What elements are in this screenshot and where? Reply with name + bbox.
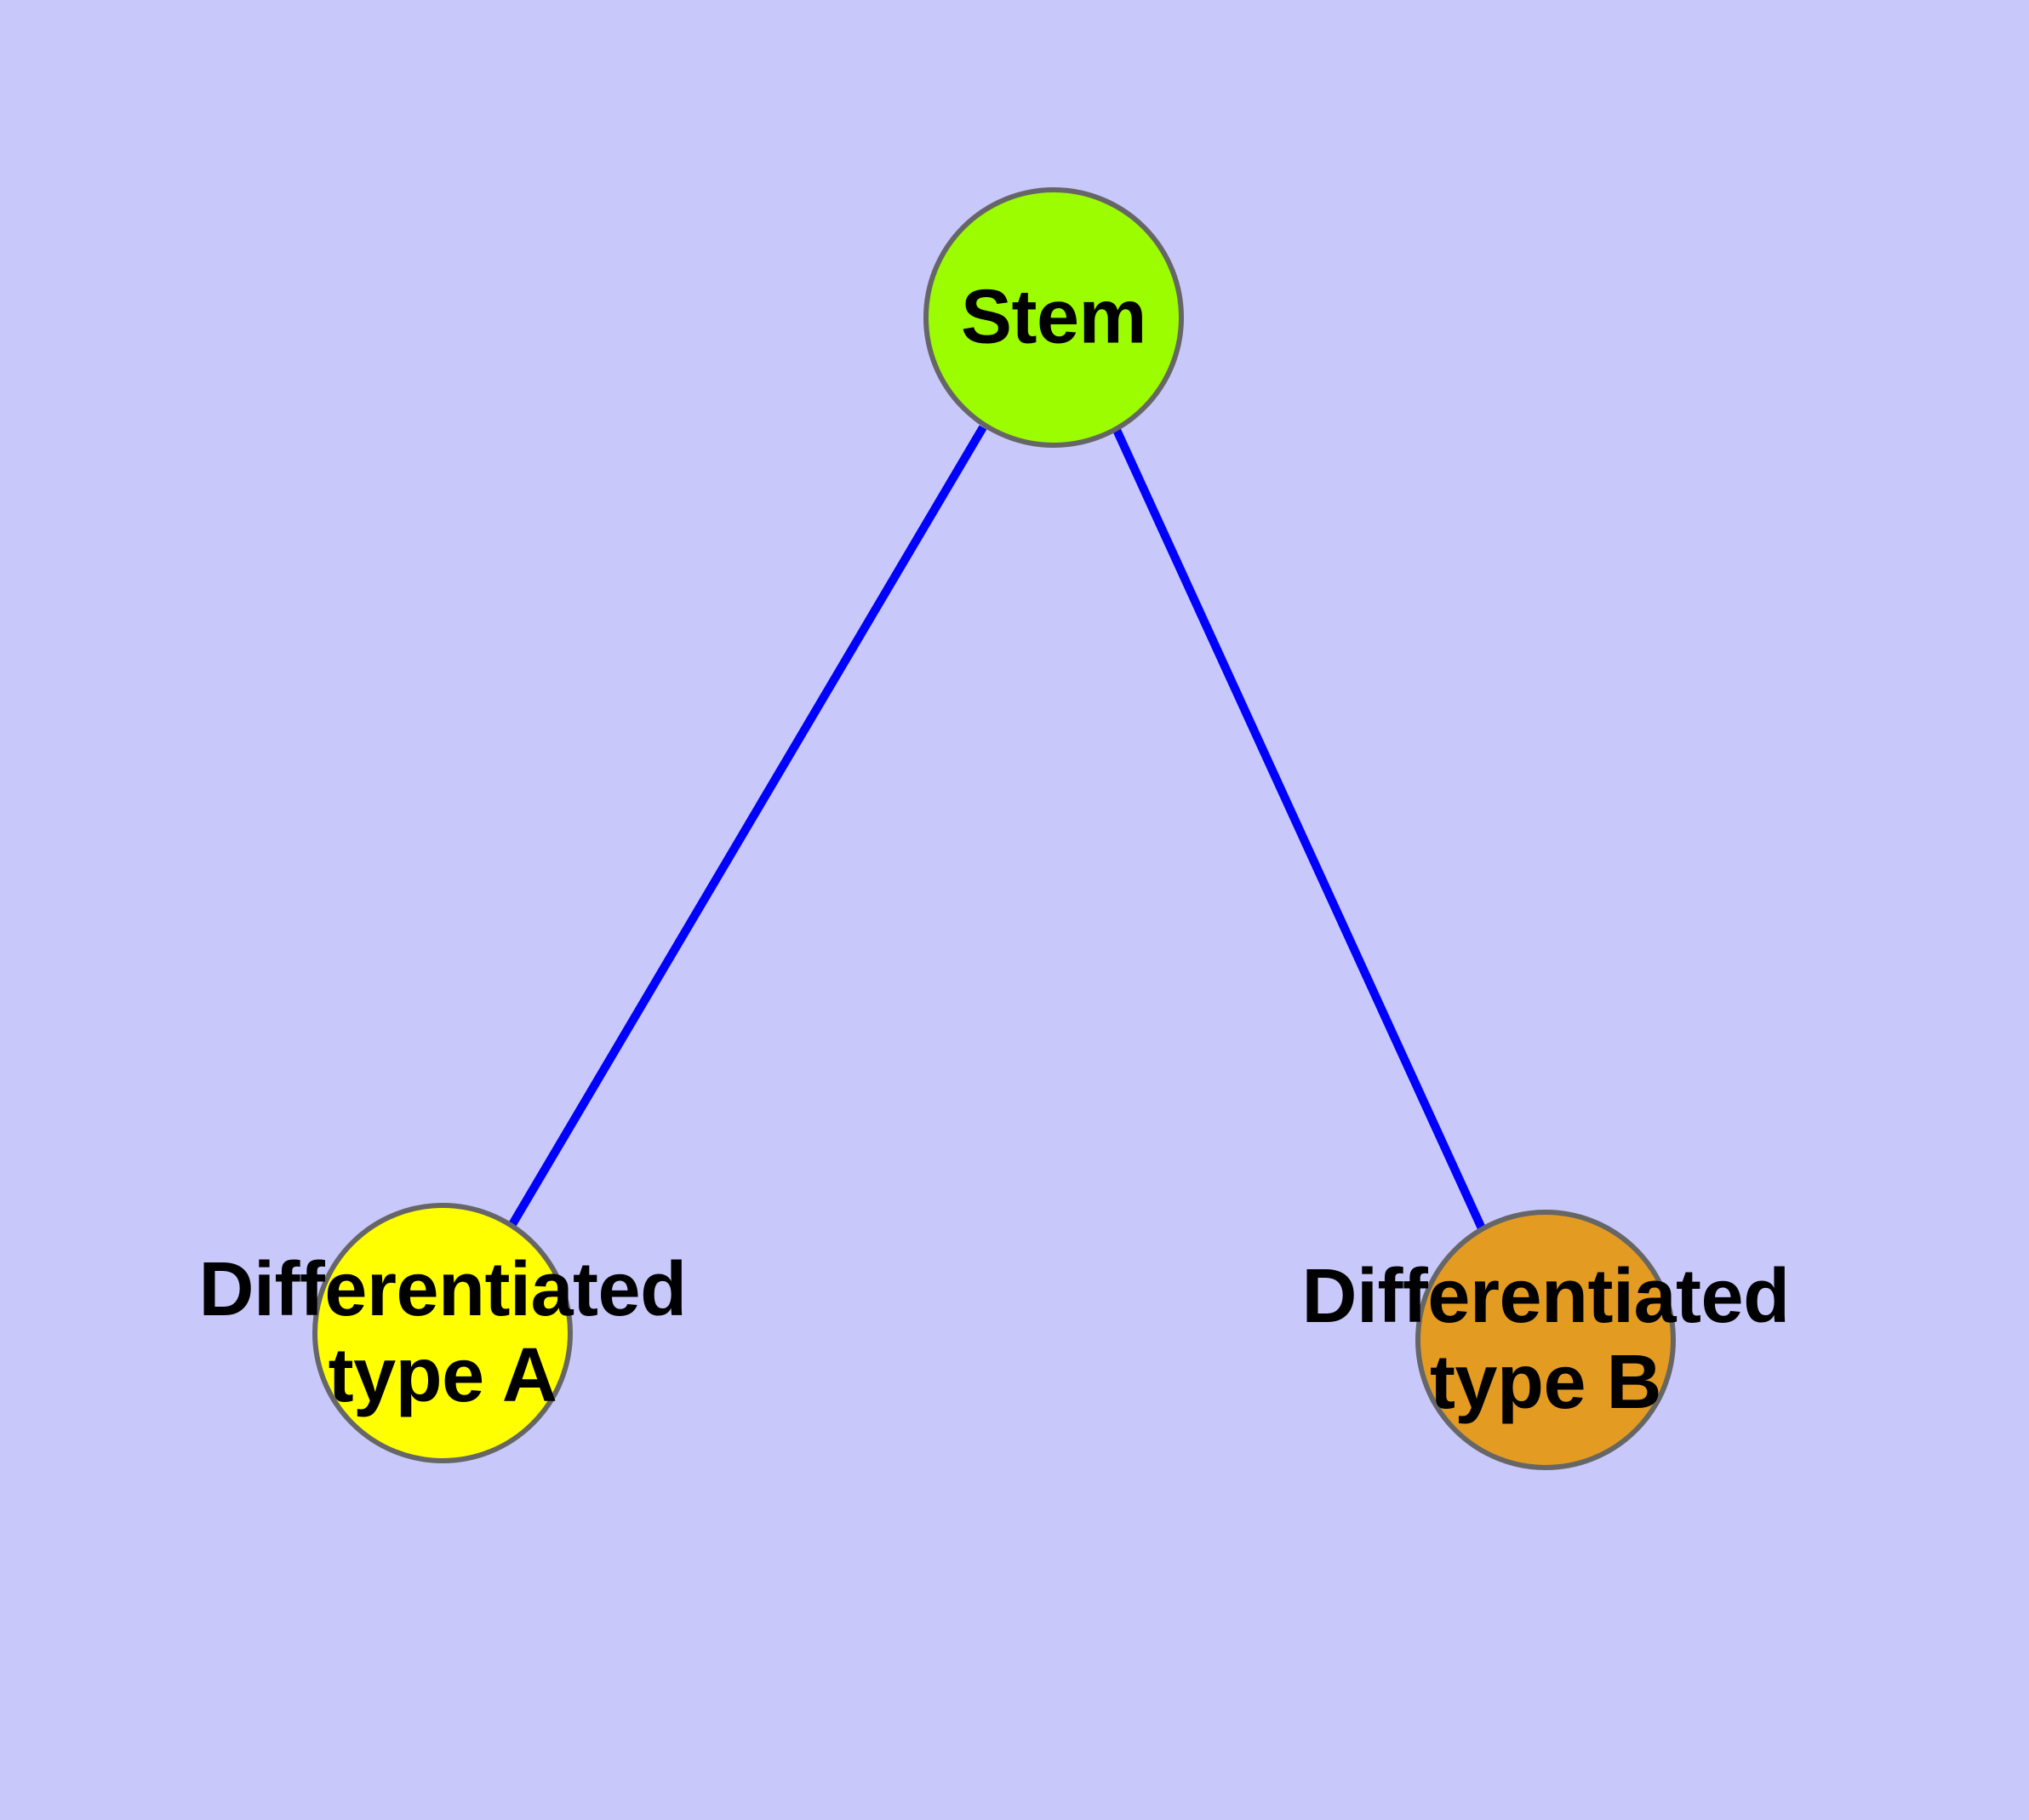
graph-edge-stem-to-b[interactable]: [1112, 427, 1486, 1231]
node-layer: [312, 187, 1676, 1470]
graph-node-stem[interactable]: [923, 187, 1184, 448]
graph-node-diff-a[interactable]: [312, 1203, 573, 1463]
graph-edge-stem-to-a[interactable]: [507, 425, 987, 1228]
edge-layer: [507, 425, 1486, 1231]
graph-node-diff-b[interactable]: [1415, 1210, 1676, 1470]
